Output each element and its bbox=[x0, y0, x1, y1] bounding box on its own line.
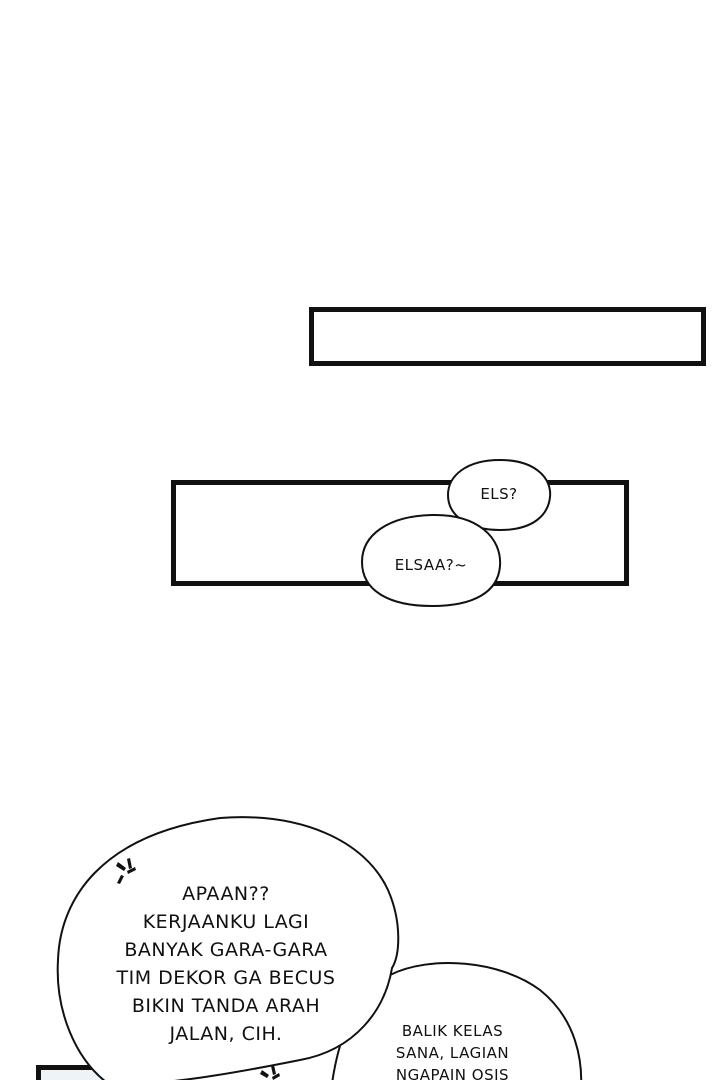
empty-panel-top bbox=[309, 307, 706, 366]
anger-mark-icon bbox=[260, 1065, 280, 1080]
speech-balloon-els bbox=[446, 458, 552, 532]
speech-balloon-elsaa bbox=[360, 513, 502, 608]
balloon-text-right: BALIK KELAS SANA, LAGIAN NGAPAIN OSIS bbox=[395, 1022, 510, 1080]
balloon-text-elsaa: ELSAA?~ bbox=[394, 556, 468, 574]
balloon-text-main: APAAN?? KERJAANKU LAGI BANYAK GARA-GARA … bbox=[116, 883, 336, 1045]
balloon-text-els: ELS? bbox=[480, 485, 518, 503]
anger-mark-icon bbox=[116, 858, 136, 884]
